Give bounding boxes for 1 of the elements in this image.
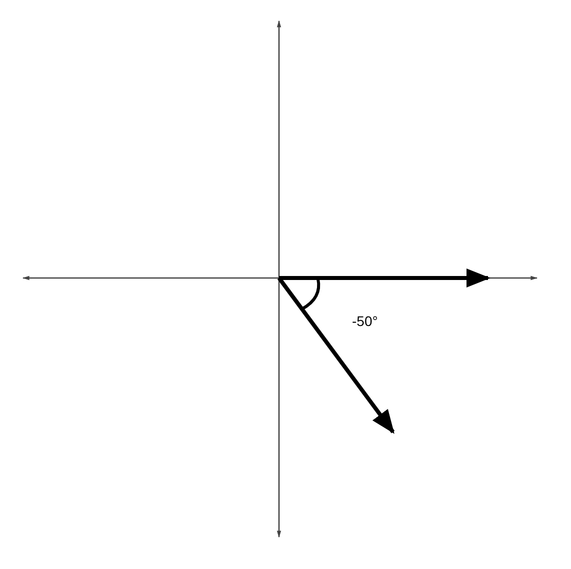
angle-label: -50° <box>352 313 378 329</box>
